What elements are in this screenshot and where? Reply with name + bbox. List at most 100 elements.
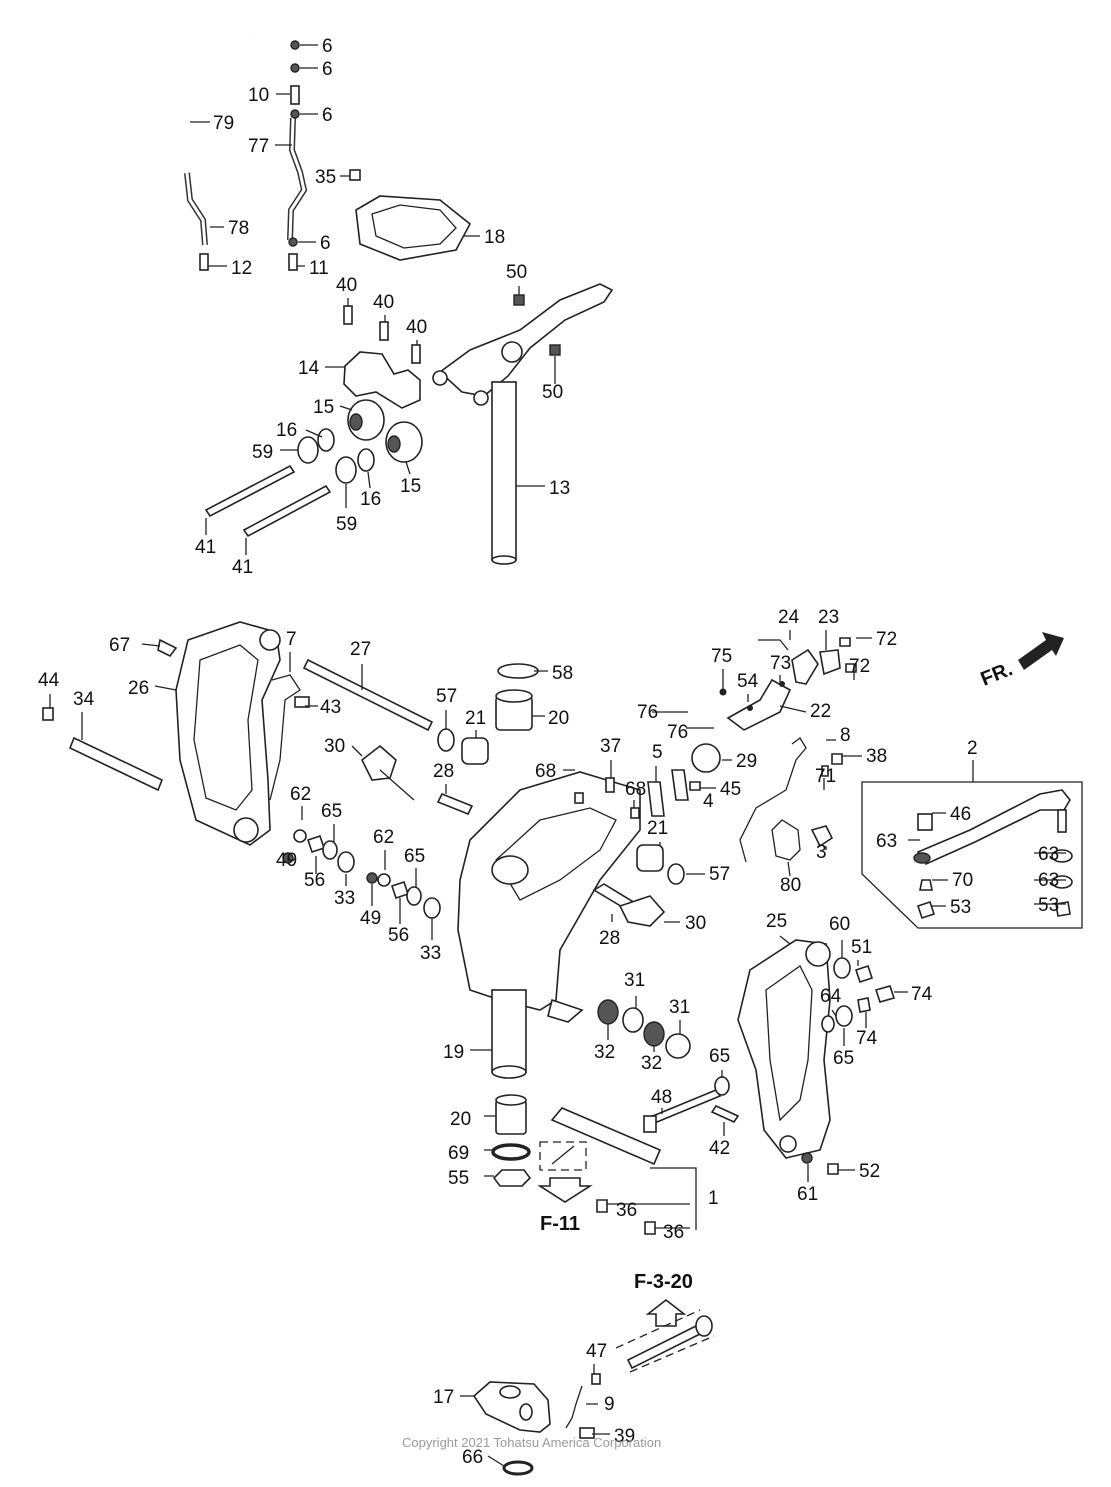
callout-2: 2 (967, 738, 978, 759)
tilt-tube-34 (42, 707, 164, 792)
callout-35: 35 (315, 167, 336, 188)
callout-52: 52 (859, 1161, 880, 1182)
callout-80: 80 (780, 875, 801, 896)
callout-36: 36 (663, 1222, 684, 1243)
callout-23: 23 (818, 607, 839, 628)
callout-50: 50 (542, 382, 563, 403)
callout-7: 7 (286, 629, 297, 650)
f11-box (537, 1141, 593, 1203)
callout-65: 65 (404, 846, 425, 867)
callout-79: 79 (213, 113, 234, 134)
callout-46: 46 (950, 804, 971, 825)
callout-76: 76 (667, 722, 688, 743)
wire-9-fittings (565, 1373, 601, 1439)
callout-15: 15 (400, 476, 421, 497)
washers-16-59 (297, 428, 375, 484)
callout-56: 56 (388, 925, 409, 946)
plate-1 (550, 1107, 697, 1235)
callout-16: 16 (276, 420, 297, 441)
callout-12: 12 (231, 258, 252, 279)
lever-30 (360, 744, 415, 801)
callout-29: 29 (736, 751, 757, 772)
callout-63: 63 (1038, 870, 1059, 891)
callout-57: 57 (709, 864, 730, 885)
callout-67: 67 (109, 635, 130, 656)
bushings-center (574, 777, 685, 927)
callout-30: 30 (324, 736, 345, 757)
hardware-left (282, 829, 441, 919)
pin-28 (436, 792, 474, 816)
callout-10: 10 (248, 85, 269, 106)
small-fittings-top (199, 40, 361, 271)
callout-68: 68 (535, 761, 556, 782)
callout-65: 65 (321, 801, 342, 822)
callout-32: 32 (641, 1053, 662, 1074)
callout-27: 27 (350, 639, 371, 660)
callout-33: 33 (420, 943, 441, 964)
swivel-bracket-19 (457, 771, 641, 1079)
callout-48: 48 (651, 1087, 672, 1108)
callout-9: 9 (604, 1394, 615, 1415)
bolt-48 (643, 1076, 740, 1133)
copyright-notice: Copyright 2021 Tohatsu America Corporati… (402, 1435, 661, 1450)
callout-18: 18 (484, 227, 505, 248)
washers-31-32 (597, 999, 691, 1059)
callout-21: 21 (465, 708, 486, 729)
callout-78: 78 (228, 218, 249, 239)
callout-24: 24 (778, 607, 800, 628)
bolts-41 (204, 464, 332, 538)
callout-41: 41 (195, 537, 216, 558)
hose-77 (287, 117, 308, 241)
hardware-right (801, 957, 896, 1175)
callout-16: 16 (360, 489, 381, 510)
front-indicator: FR. (978, 658, 1016, 690)
callout-34: 34 (73, 689, 95, 710)
callout-74: 74 (856, 1028, 878, 1049)
callout-63: 63 (1038, 844, 1059, 865)
callout-31: 31 (624, 970, 645, 991)
callout-57: 57 (436, 686, 457, 707)
callout-6: 6 (322, 105, 333, 126)
callout-17: 17 (433, 1387, 454, 1408)
callout-43: 43 (320, 697, 341, 718)
callout-39: 39 (614, 1426, 635, 1447)
callout-36: 36 (616, 1200, 637, 1221)
callout-32: 32 (594, 1042, 615, 1063)
callout-14: 14 (298, 358, 320, 379)
callout-44: 44 (38, 670, 60, 691)
callout-25: 25 (766, 911, 787, 932)
cover-18 (355, 195, 472, 261)
reference-above: F-3-20 (634, 1271, 693, 1293)
callout-20: 20 (450, 1109, 471, 1130)
clip-3-band-80 (771, 819, 834, 861)
link-rod-2-box (861, 768, 1083, 929)
callout-75: 75 (711, 646, 732, 667)
fr-arrow (1018, 632, 1064, 670)
callout-4: 4 (703, 791, 714, 812)
callout-63: 63 (876, 831, 897, 852)
callout-77: 77 (248, 136, 269, 157)
callout-60: 60 (829, 914, 850, 935)
callout-45: 45 (720, 779, 741, 800)
mounts-15 (347, 399, 423, 463)
bushings-21-20-58-57 (437, 663, 539, 765)
leader-lines (49, 44, 1066, 1467)
callout-70: 70 (952, 870, 973, 891)
callout-22: 22 (810, 701, 831, 722)
bracket-17 (472, 1381, 551, 1476)
callout-62: 62 (290, 784, 311, 805)
steering-arm-13 (432, 283, 614, 565)
callout-40: 40 (336, 275, 357, 296)
callout-56: 56 (304, 870, 325, 891)
callout-73: 73 (770, 653, 791, 674)
callout-72: 72 (849, 656, 870, 677)
callout-28: 28 (433, 761, 454, 782)
callout-21: 21 (647, 818, 668, 839)
callout-8: 8 (840, 725, 851, 746)
callout-49: 49 (360, 908, 381, 929)
callout-72: 72 (876, 629, 897, 650)
long-bolt-box (615, 1309, 715, 1373)
callout-30: 30 (685, 913, 706, 934)
callout-38: 38 (866, 746, 887, 767)
